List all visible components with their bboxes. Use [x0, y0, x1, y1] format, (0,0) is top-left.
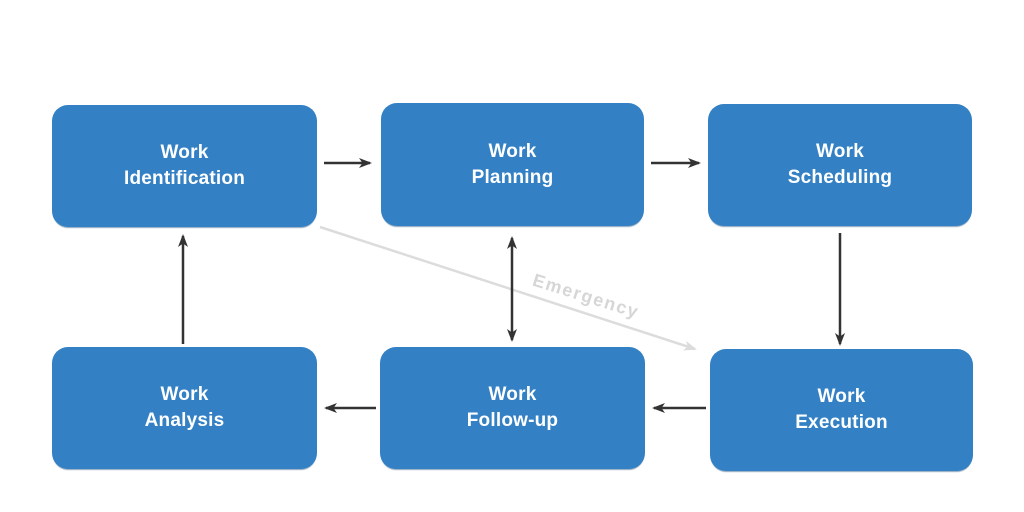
- node-work-execution: Work Execution: [710, 349, 973, 471]
- node-work-analysis: Work Analysis: [52, 347, 317, 469]
- arrow-emergency-identification-to-execution: [319, 225, 697, 351]
- node-work-planning: Work Planning: [381, 103, 644, 226]
- node-work-identification: Work Identification: [52, 105, 317, 227]
- emergency-label: Emergency: [530, 270, 641, 322]
- node-work-scheduling: Work Scheduling: [708, 104, 972, 226]
- node-work-follow-up: Work Follow-up: [380, 347, 645, 469]
